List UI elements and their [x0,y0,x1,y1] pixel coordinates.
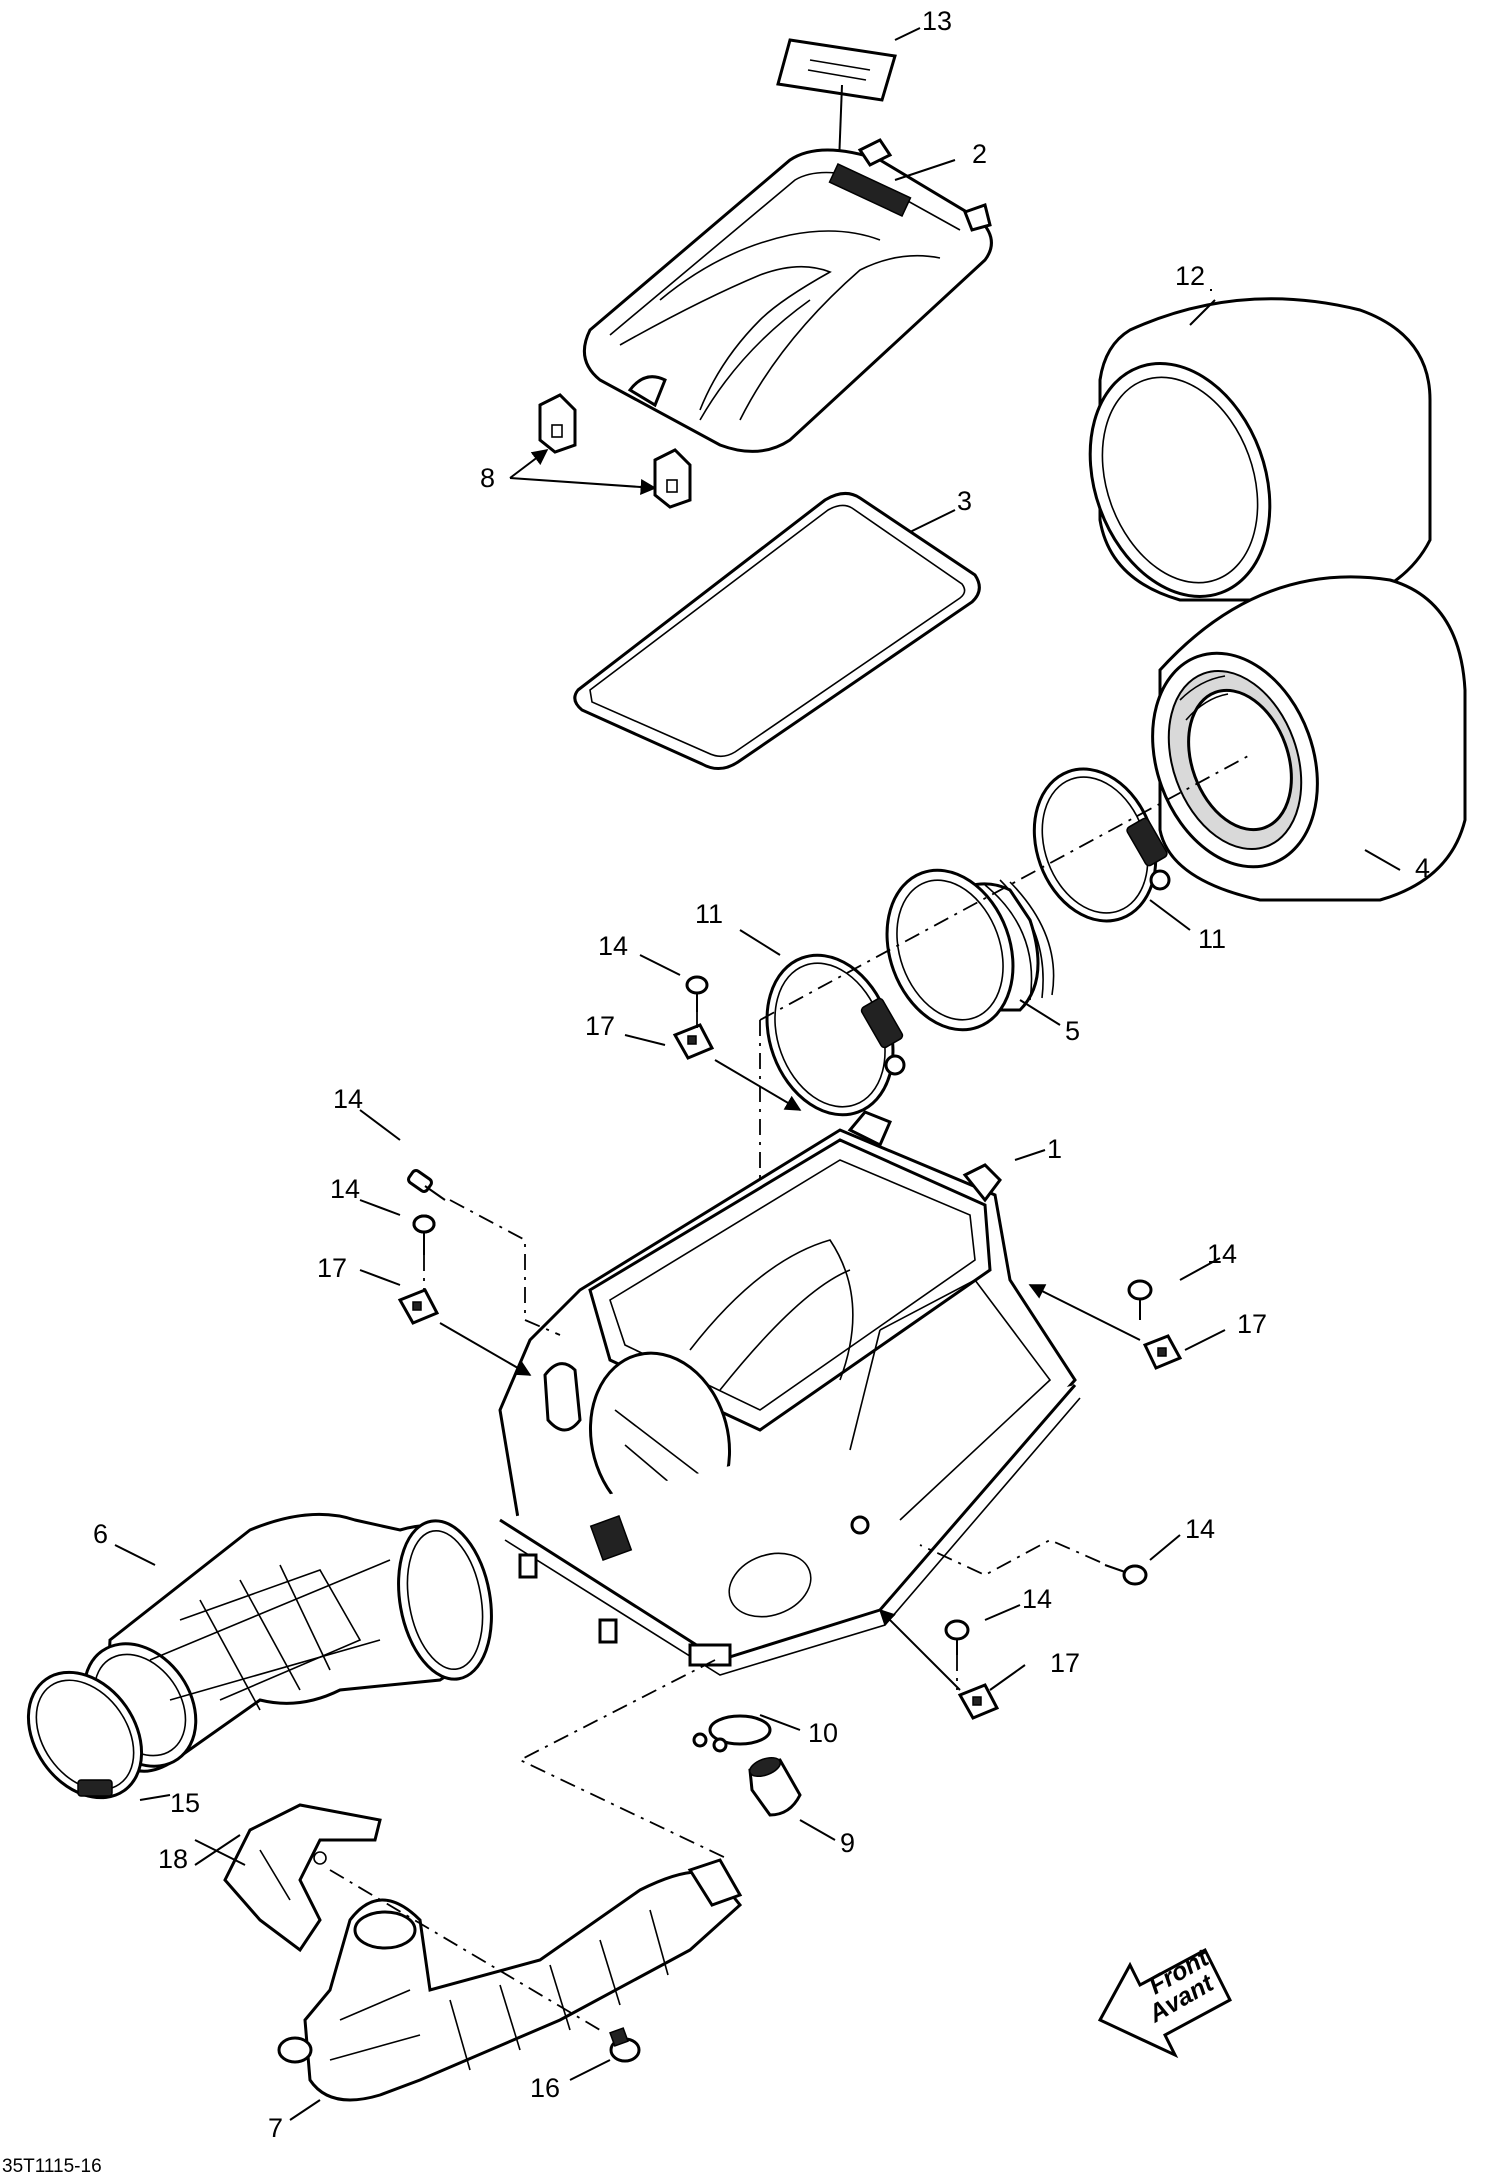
callout-14-f: 14 [1022,1584,1052,1614]
callout-18: 18 [158,1844,188,1874]
callout-14-b: 14 [333,1084,363,1114]
leader-dash-14f [919,1538,1101,1577]
callout-4: 4 [1415,853,1430,883]
callout-17-b: 17 [317,1253,347,1283]
callout-1: 1 [1047,1134,1062,1164]
clamp-part-11-upper [1032,767,1171,923]
callout-2: 2 [972,139,987,169]
callout-3: 3 [957,486,972,516]
gasket-part-3 [573,492,981,770]
callout-11-upper: 11 [1198,924,1226,954]
callout-6: 6 [93,1519,108,1549]
bracket-part-18 [223,1803,382,1953]
clip-part-10 [692,1714,772,1753]
arrow-17c-to-body [1028,1284,1141,1341]
front-direction-arrow: Front Avant [1097,1943,1232,2059]
drain-axis-dash [517,1659,731,1861]
assembly-axis-line [759,754,1251,1021]
callout-15: 15 [170,1788,200,1818]
callout-9: 9 [840,1828,855,1858]
airbox-body-part-1 [498,1110,1081,1676]
callout-14-e: 14 [1185,1514,1215,1544]
callout-16: 16 [530,2073,560,2103]
callout-14-c: 14 [330,1174,360,1204]
callout-17-d: 17 [1050,1648,1080,1678]
nut-part-17-b [397,1288,440,1325]
prefilter-sleeve-part-12 [1088,297,1432,602]
coupler-part-5 [885,868,1055,1032]
arrow-17a-to-body [714,1059,802,1111]
intake-tube-part-7 [277,1858,743,2102]
callout-14-a: 14 [598,931,628,961]
callout-17-a: 17 [585,1011,615,1041]
clips-part-8 [538,393,692,509]
callout-5: 5 [1065,1016,1080,1046]
callout-17-c: 17 [1237,1309,1267,1339]
drain-tube-part-9 [748,1756,802,1817]
callout-7: 7 [268,2113,283,2143]
screw-part-14-e [1127,1279,1153,1320]
callout-leader-8 [509,449,657,495]
screw-part-14-f [1104,1564,1148,1586]
screw-part-14-d [412,1214,436,1255]
clamp-part-11-lower [765,953,906,1117]
nut-part-17-d [957,1683,1000,1720]
callout-12: 12 [1175,261,1205,291]
drawing-code: 35T1115-16 [2,2156,102,2177]
callout-11-lower: 11 [695,899,723,929]
callout-numbers: 13 2 12 3 8 4 11 11 5 14 17 14 1 14 17 1… [93,6,1430,2143]
nut-part-17-c [1142,1334,1183,1370]
leader-dash-14b [449,1199,561,1336]
arrow-17d-to-body [878,1608,961,1691]
screw-part-14-a [685,975,709,1012]
screw-part-16 [609,2027,641,2063]
arrow-17b-to-body [439,1322,532,1376]
callout-leaders [114,27,1401,2121]
airbox-cover-part-2 [582,138,993,453]
air-filter-part-4 [1151,575,1467,902]
tube-axis-dash [329,1869,601,2031]
screw-part-14-b [407,1169,446,1201]
screw-part-14-g [944,1619,970,1655]
nut-part-17-a [672,1023,715,1060]
callout-10: 10 [808,1718,838,1748]
callout-13: 13 [922,6,952,36]
callout-14-d: 14 [1207,1239,1237,1269]
clamp-part-15 [26,1670,144,1800]
callout-8: 8 [480,463,495,493]
